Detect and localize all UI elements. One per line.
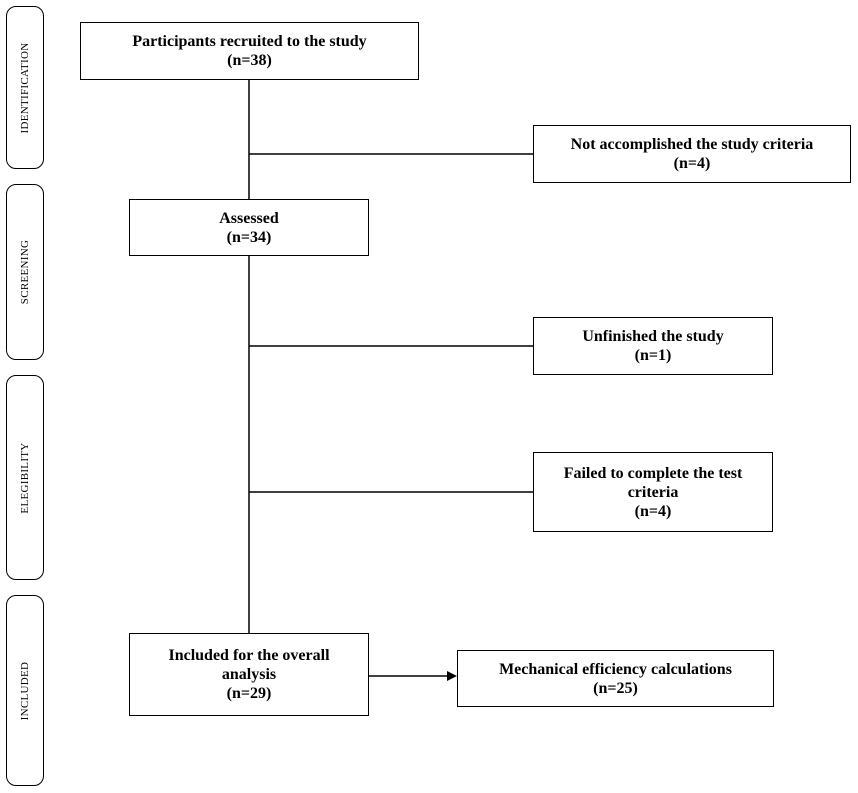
box-not-accomplished-title: Not accomplished the study criteria [570, 136, 814, 153]
box-failed-title-line2: criteria [627, 483, 679, 501]
box-not-accomplished: Not accomplished the study criteria (n=4… [533, 125, 851, 183]
box-unfinished-count: (n=1) [634, 347, 672, 364]
phase-identification: IDENTIFICATION [6, 6, 44, 169]
phase-included-label: INCLUDED [19, 661, 31, 720]
box-recruited: Participants recruited to the study (n=3… [80, 22, 419, 80]
phase-included: INCLUDED [6, 595, 44, 786]
box-mechanical-title: Mechanical efficiency calculations [499, 660, 732, 678]
box-unfinished: Unfinished the study (n=1) [533, 317, 773, 375]
phase-screening-label: SCREENING [19, 239, 31, 305]
phase-elegibility: ELEGIBILITY [6, 375, 44, 580]
box-included-title-line1: Included for the overall [168, 647, 330, 664]
box-failed-count: (n=4) [634, 502, 672, 520]
box-assessed: Assessed (n=34) [129, 199, 369, 256]
box-included: Included for the overall analysis (n=29) [129, 633, 369, 716]
phase-screening: SCREENING [6, 184, 44, 360]
box-mechanical-count: (n=25) [593, 679, 638, 697]
phase-elegibility-label: ELEGIBILITY [19, 441, 31, 514]
box-failed: Failed to complete the test criteria (n=… [533, 452, 773, 532]
box-assessed-count: (n=34) [226, 228, 272, 246]
box-included-title-line2: analysis [221, 666, 277, 683]
phase-identification-label: IDENTIFICATION [19, 42, 31, 133]
box-recruited-count: (n=38) [227, 52, 272, 69]
box-not-accomplished-count: (n=4) [673, 155, 711, 172]
box-failed-title-line1: Failed to complete the test [563, 464, 743, 482]
box-mechanical: Mechanical efficiency calculations (n=25… [457, 650, 774, 707]
box-assessed-title: Assessed [219, 209, 279, 227]
arrowhead-icon [447, 671, 457, 681]
box-unfinished-title: Unfinished the study [582, 328, 724, 345]
box-recruited-title: Participants recruited to the study [132, 33, 367, 50]
box-included-count: (n=29) [226, 685, 272, 702]
